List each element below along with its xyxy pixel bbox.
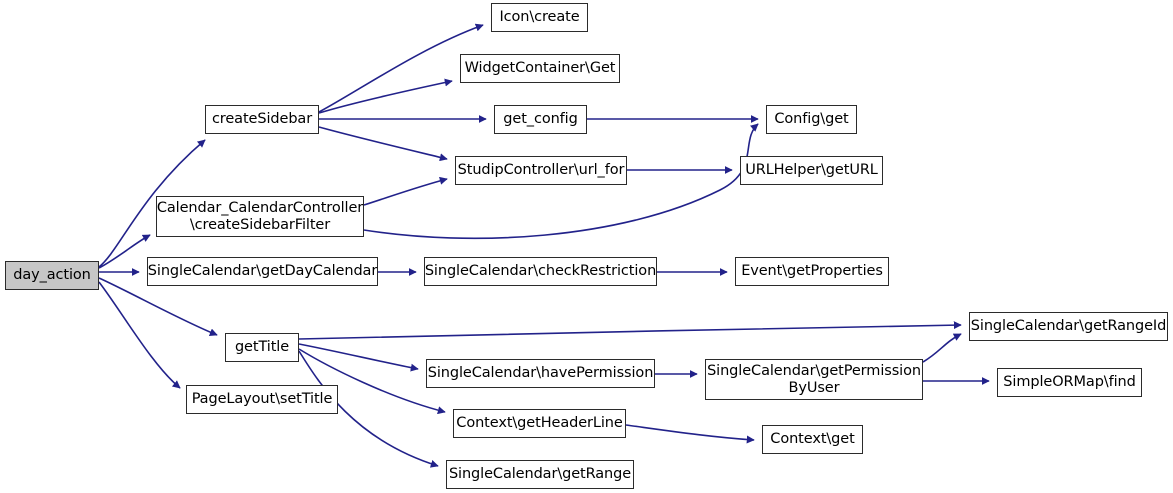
graph-node-label: URLHelper\getURL — [745, 162, 878, 179]
graph-node-label: SingleCalendar\getDayCalendar — [147, 263, 378, 280]
graph-node-day_action[interactable]: day_action — [5, 261, 99, 290]
graph-node-label: Config\get — [774, 111, 849, 128]
graph-node-label: SingleCalendar\getPermission ByUser — [707, 363, 921, 396]
graph-node-label: PageLayout\setTitle — [191, 391, 333, 408]
graph-node-contextGet[interactable]: Context\get — [762, 425, 863, 454]
graph-node-getHeaderLine[interactable]: Context\getHeaderLine — [453, 409, 626, 438]
graph-node-iconCreate[interactable]: Icon\create — [491, 3, 588, 32]
graph-node-label: Calendar_CalendarController \createSideb… — [156, 200, 364, 233]
graph-node-label: get_config — [503, 111, 578, 128]
graph-node-label: WidgetContainer\Get — [464, 60, 616, 77]
edge-createSidebarFilter-to-urlFor — [363, 176, 448, 206]
graph-node-label: Icon\create — [499, 9, 580, 26]
graph-node-label: Event\getProperties — [741, 263, 883, 280]
edge-getTitle-to-getRangeId — [298, 321, 962, 340]
graph-node-label: StudipController\url_for — [457, 162, 625, 179]
graph-node-configGet[interactable]: Config\get — [766, 105, 857, 134]
graph-node-label: SingleCalendar\getRange — [448, 466, 632, 483]
graph-node-label: SingleCalendar\checkRestriction — [424, 263, 657, 280]
graph-node-setTitle[interactable]: PageLayout\setTitle — [186, 385, 338, 414]
graph-node-getProperties[interactable]: Event\getProperties — [735, 257, 889, 286]
edge-getTitle-to-havePermission — [298, 343, 419, 372]
edge-day_action-to-setTitle — [98, 281, 181, 389]
edge-getHeaderLine-to-contextGet — [625, 424, 755, 444]
edge-createSidebar-to-widgetContainerGet — [318, 78, 453, 114]
edge-createSidebar-to-urlFor — [318, 126, 448, 162]
graph-node-label: Context\getHeaderLine — [456, 415, 623, 432]
graph-node-getPermissionByUser[interactable]: SingleCalendar\getPermission ByUser — [705, 359, 923, 400]
graph-node-simpleORMapFind[interactable]: SimpleORMap\find — [997, 368, 1142, 397]
graph-node-label: createSidebar — [211, 111, 313, 128]
graph-node-label: SingleCalendar\havePermission — [427, 365, 654, 382]
edge-day_action-to-getTitle — [98, 277, 218, 337]
graph-node-widgetContainerGet[interactable]: WidgetContainer\Get — [460, 54, 620, 83]
graph-node-urlFor[interactable]: StudipController\url_for — [455, 156, 627, 185]
graph-node-label: day_action — [13, 267, 91, 284]
graph-node-havePermission[interactable]: SingleCalendar\havePermission — [426, 359, 655, 388]
edge-getPermissionByUser-to-getRangeId — [922, 333, 962, 363]
graph-node-label: SingleCalendar\getRangeId — [970, 318, 1167, 335]
graph-node-getDayCalendar[interactable]: SingleCalendar\getDayCalendar — [147, 257, 378, 286]
graph-node-getRangeId[interactable]: SingleCalendar\getRangeId — [969, 312, 1168, 341]
graph-node-getURL[interactable]: URLHelper\getURL — [740, 156, 883, 185]
graph-node-label: getTitle — [234, 339, 290, 356]
graph-node-createSidebarFilter[interactable]: Calendar_CalendarController \createSideb… — [156, 196, 364, 237]
graph-node-label: SimpleORMap\find — [1003, 374, 1136, 391]
graph-node-getRange[interactable]: SingleCalendar\getRange — [446, 460, 634, 489]
graph-node-getTitle[interactable]: getTitle — [225, 333, 299, 362]
graph-node-checkRestriction[interactable]: SingleCalendar\checkRestriction — [424, 257, 657, 286]
graph-node-label: Context\get — [770, 431, 855, 448]
graph-node-createSidebar[interactable]: createSidebar — [205, 105, 319, 134]
graph-node-get_config[interactable]: get_config — [494, 105, 587, 134]
